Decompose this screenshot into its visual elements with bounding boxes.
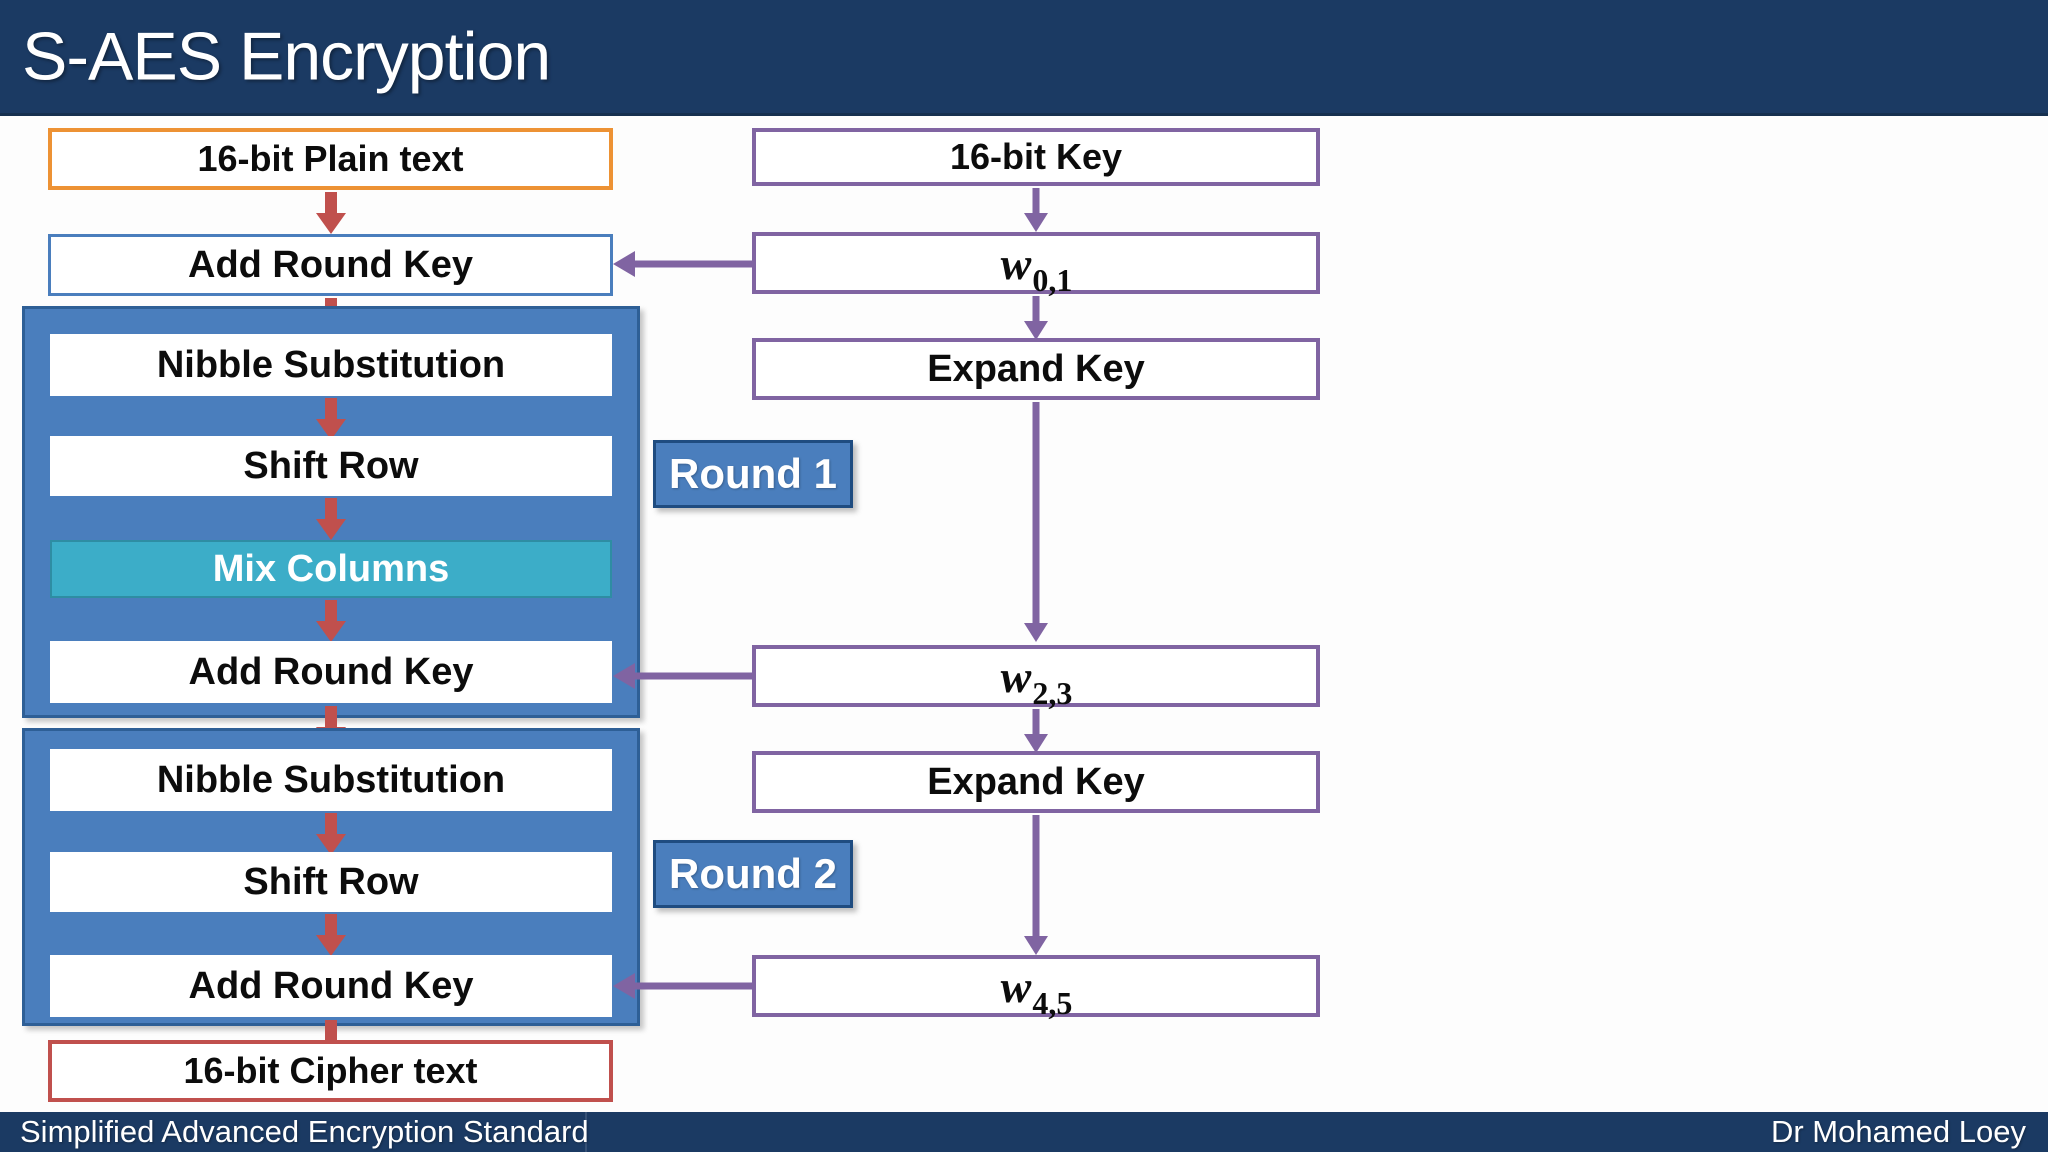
round1-add-round-key-box: Add Round Key: [50, 641, 612, 703]
cipher-text-box: 16-bit Cipher text: [48, 1040, 613, 1102]
round2-nibble-substitution-box: Nibble Substitution: [50, 749, 612, 811]
title-bar: S-AES Encryption: [0, 0, 2048, 116]
footer-author: Dr Mohamed Loey: [1770, 1114, 2026, 1149]
expand-key-1-box: Expand Key: [752, 338, 1320, 400]
round-1-badge: Round 1: [653, 440, 853, 508]
footer-divider: [585, 1112, 587, 1152]
key-box: 16-bit Key: [752, 128, 1320, 186]
plain-text-box: 16-bit Plain text: [48, 128, 613, 190]
round1-shift-row-box: Shift Row: [50, 436, 612, 496]
page-title: S-AES Encryption: [22, 18, 551, 95]
expand-key-2-box: Expand Key: [752, 751, 1320, 813]
footer-bar: [0, 1112, 2048, 1152]
round1-nibble-substitution-box: Nibble Substitution: [50, 334, 612, 396]
round2-shift-row-box: Shift Row: [50, 852, 612, 912]
initial-add-round-key-box: Add Round Key: [48, 234, 613, 296]
round1-mix-columns-box: Mix Columns: [50, 540, 612, 598]
footer-subtitle: Simplified Advanced Encryption Standard: [20, 1114, 589, 1149]
round-2-badge: Round 2: [653, 840, 853, 908]
round2-add-round-key-box: Add Round Key: [50, 955, 612, 1017]
